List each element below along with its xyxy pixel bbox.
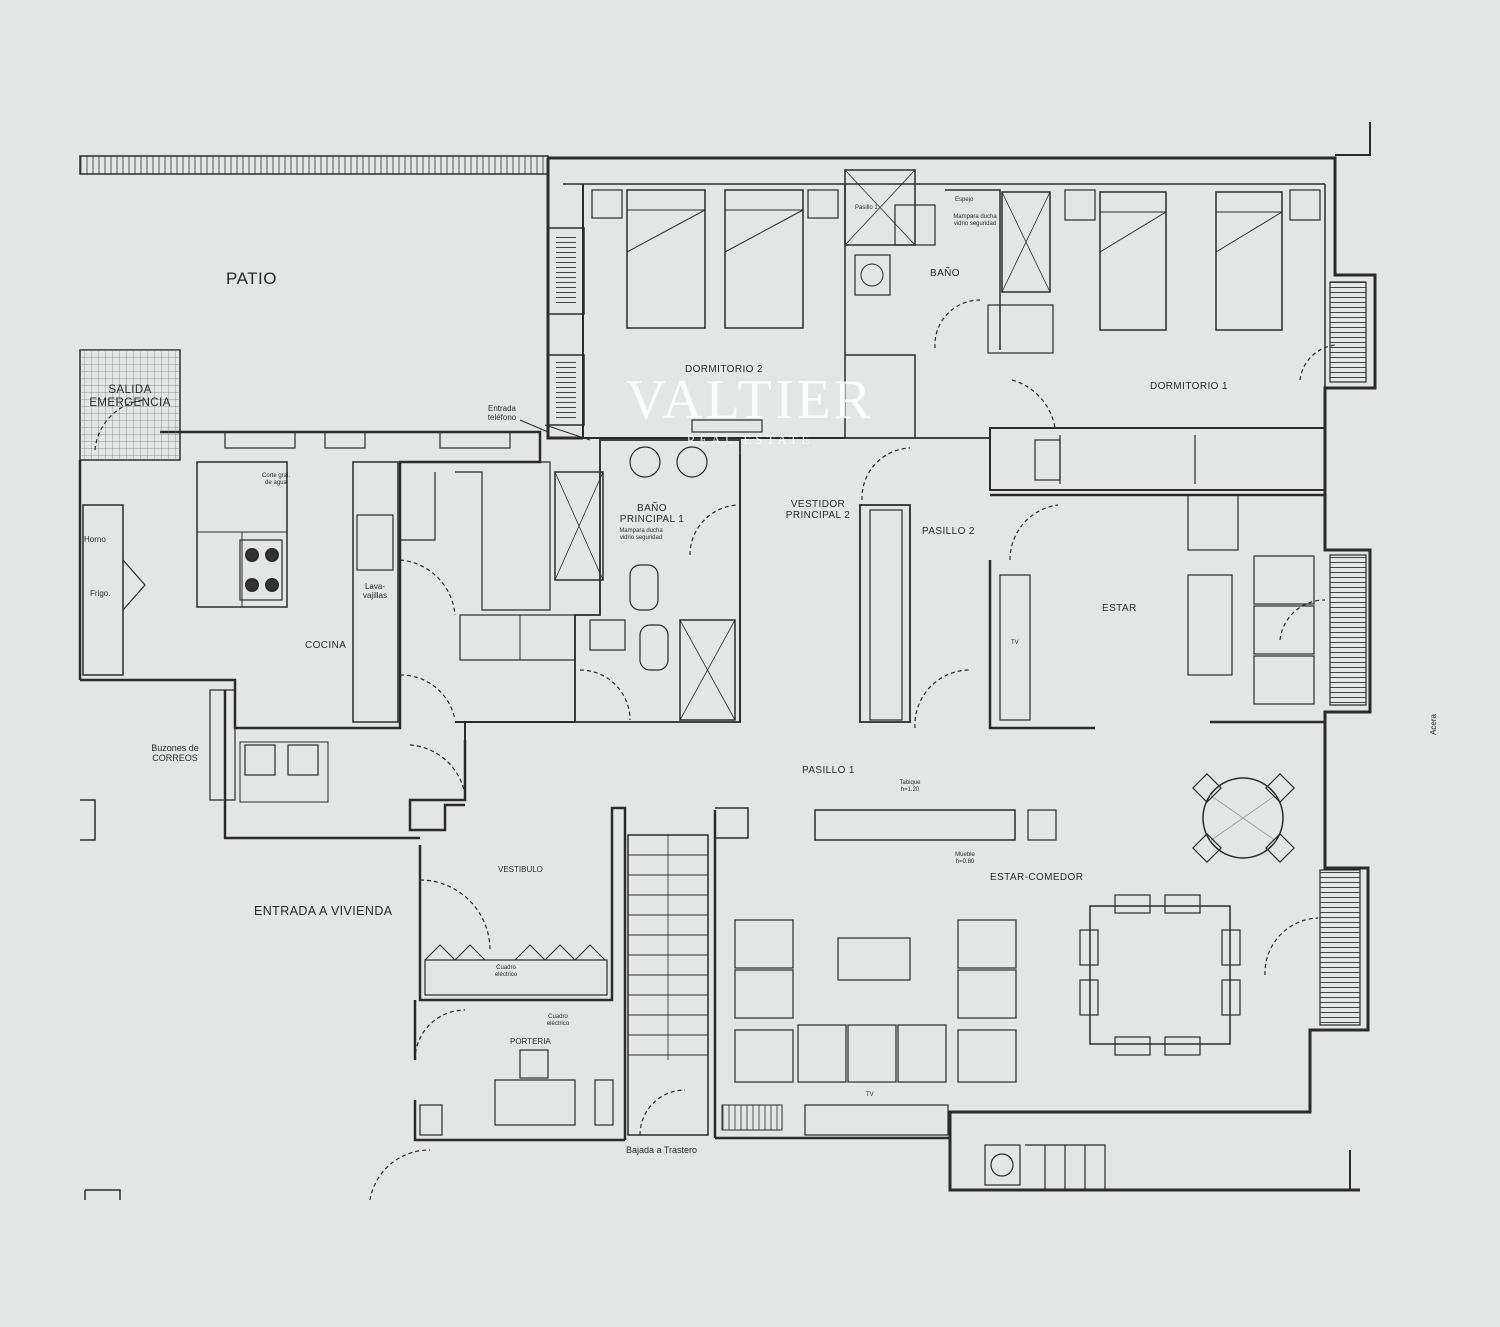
bed xyxy=(626,189,706,329)
toilet xyxy=(639,624,669,671)
room-label-estar-comedor: ESTAR-COMEDOR xyxy=(990,872,1084,883)
note-tv-1: TV xyxy=(1011,640,1019,646)
armchair xyxy=(1187,494,1239,551)
dining-table xyxy=(1089,905,1231,1045)
note-mampara-ducha-2: Mampara ducha vidrio seguridad xyxy=(953,214,997,227)
round-table xyxy=(1202,777,1284,859)
room-label-bano: BAÑO xyxy=(930,268,960,279)
note-cuadro-electrico-1: Cuadro eléctrico xyxy=(494,965,518,978)
sofa xyxy=(1253,555,1315,605)
note-mampara-ducha-1: Mampara ducha vidrio seguridad xyxy=(619,528,663,541)
note-frigo: Frigo. xyxy=(90,589,111,598)
note-corte-agua: Corte gral. de agua xyxy=(261,473,290,486)
note-mueble: Mueble h=0.80 xyxy=(955,852,975,865)
note-tv-2: TV xyxy=(866,1092,874,1098)
window-vent xyxy=(556,236,576,306)
room-label-dormitorio-2: DORMITORIO 2 xyxy=(685,364,763,375)
bed xyxy=(724,189,804,329)
note-horno: Horno xyxy=(84,535,106,544)
room-label-porteria: PORTERIA xyxy=(510,1037,551,1046)
armchair xyxy=(734,919,794,969)
bed xyxy=(1215,191,1283,331)
window-vent xyxy=(1329,554,1367,706)
coffee-table xyxy=(1187,574,1233,676)
room-label-bano-principal-1: BAÑO PRINCIPAL 1 xyxy=(619,503,685,525)
note-espejo: Espejo xyxy=(955,197,974,203)
cooktop xyxy=(239,539,283,601)
toilet xyxy=(629,564,659,611)
partition-wall xyxy=(814,809,1016,841)
patio-fence xyxy=(79,155,549,175)
room-label-salida-emergencia: SALIDA EMERGENCIA xyxy=(89,384,171,409)
room-label-dormitorio-1: DORMITORIO 1 xyxy=(1150,381,1228,392)
watermark-brand: VALTIER xyxy=(625,369,875,431)
sofa xyxy=(734,1029,794,1083)
window-vent xyxy=(1329,281,1367,383)
sink xyxy=(356,514,394,571)
coffee-table xyxy=(837,937,911,981)
bed xyxy=(1099,191,1167,331)
radiator xyxy=(721,1104,783,1131)
window-vent xyxy=(1319,869,1361,1026)
note-entrada-telefono: Entrada teléfono xyxy=(487,404,517,422)
note-bajada-trastero: Bajada a Trastero xyxy=(626,1145,698,1155)
room-label-entrada-a-vivienda: ENTRADA A VIVIENDA xyxy=(254,904,393,918)
note-lavavajillas: Lava- vajillas xyxy=(362,582,387,600)
note-acera: Acera xyxy=(1429,714,1438,735)
room-label-patio: PATIO xyxy=(226,269,277,288)
room-label-estar: ESTAR xyxy=(1102,603,1137,614)
note-tabique: Tabique h=1.20 xyxy=(899,780,921,793)
note-cuadro-electrico-2: Cuadro eléctrico xyxy=(546,1014,570,1027)
room-label-pasillo-2: PASILLO 2 xyxy=(922,526,975,537)
note-buzones: Buzones de CORREOS xyxy=(151,743,199,763)
room-label-pasillo-1: PASILLO 1 xyxy=(802,765,855,776)
room-label-vestidor-principal-2: VESTIDOR PRINCIPAL 2 xyxy=(785,499,851,521)
room-label-vestibulo: VESTIBULO xyxy=(498,865,543,874)
room-label-cocina: COCINA xyxy=(305,640,347,651)
note-pasillo-1-small: Pasillo 1 xyxy=(855,205,878,211)
watermark-tagline: REAL ESTATE xyxy=(686,432,814,447)
